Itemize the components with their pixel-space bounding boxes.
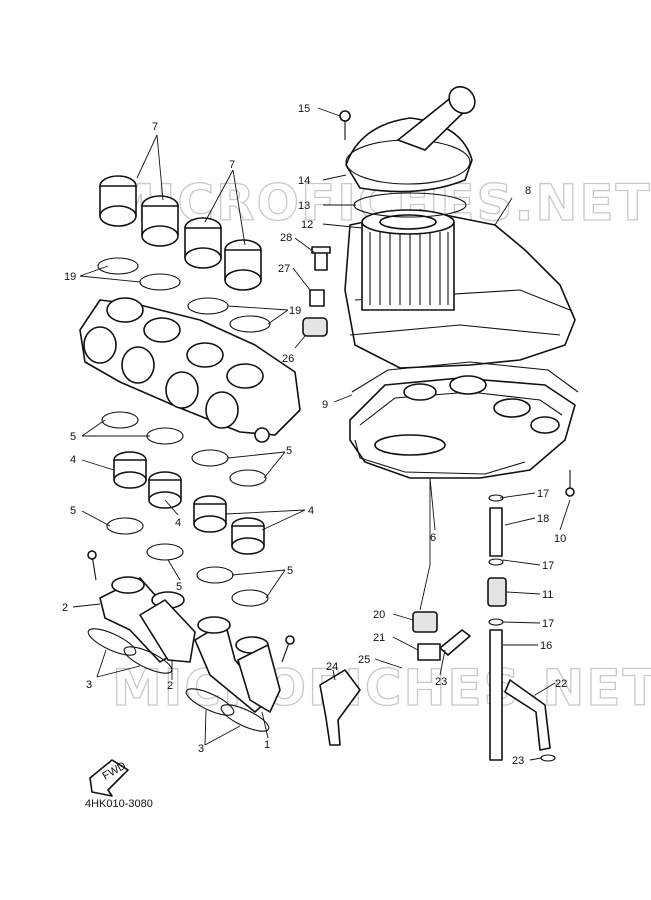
callout-11: 11 (542, 589, 553, 601)
air-filter-case (302, 85, 579, 497)
callout-1: 1 (264, 739, 270, 751)
callout-5c: 5 (70, 505, 76, 517)
callout-8: 8 (525, 185, 531, 197)
callout-9: 9 (322, 399, 328, 411)
callout-4b: 4 (175, 517, 181, 529)
callout-7a: 7 (152, 121, 158, 133)
callout-21: 21 (373, 632, 385, 644)
carburetor-bank (79, 175, 301, 732)
callout-23b: 23 (512, 755, 524, 767)
callout-27: 27 (278, 263, 290, 275)
callout-17b: 17 (542, 560, 554, 572)
callout-2b: 2 (167, 680, 173, 692)
callout-5e: 5 (287, 565, 293, 577)
callout-3b: 3 (198, 743, 204, 755)
callout-5a: 5 (70, 431, 76, 443)
callout-19b: 19 (289, 305, 301, 317)
callout-19a: 19 (64, 271, 76, 283)
callout-2a: 2 (62, 602, 68, 614)
callout-16: 16 (540, 640, 552, 652)
callout-5b: 5 (286, 445, 292, 457)
callout-3a: 3 (86, 679, 92, 691)
callout-7b: 7 (229, 159, 235, 171)
callout-10: 10 (554, 533, 566, 545)
fwd-arrow: FWD (89, 759, 129, 797)
callout-20: 20 (373, 609, 385, 621)
drain-hoses (319, 478, 556, 762)
leader-lines (72, 107, 571, 761)
callout-17c: 17 (542, 618, 554, 630)
callout-12: 12 (301, 219, 313, 231)
callout-18: 18 (537, 513, 549, 525)
callout-17a: 17 (537, 488, 549, 500)
callout-13: 13 (298, 200, 310, 212)
callout-28: 28 (280, 232, 292, 244)
callout-4a: 4 (70, 454, 76, 466)
callout-14: 14 (298, 175, 310, 187)
watermark-bottom: MICROFICHES.NET (112, 659, 651, 717)
callout-6: 6 (430, 532, 436, 544)
callout-4c: 4 (308, 505, 314, 517)
callout-26: 26 (282, 353, 294, 365)
callout-25: 25 (358, 654, 370, 666)
callout-labels: 7 7 19 19 5 5 4 4 4 5 5 5 2 2 3 3 1 15 8… (62, 103, 567, 767)
callout-24: 24 (326, 661, 338, 673)
diagram-code: 4HK010-3080 (85, 798, 153, 810)
callout-22: 22 (555, 678, 567, 690)
callout-15: 15 (298, 103, 310, 115)
callout-23a: 23 (435, 676, 447, 688)
callout-5d: 5 (176, 581, 182, 593)
